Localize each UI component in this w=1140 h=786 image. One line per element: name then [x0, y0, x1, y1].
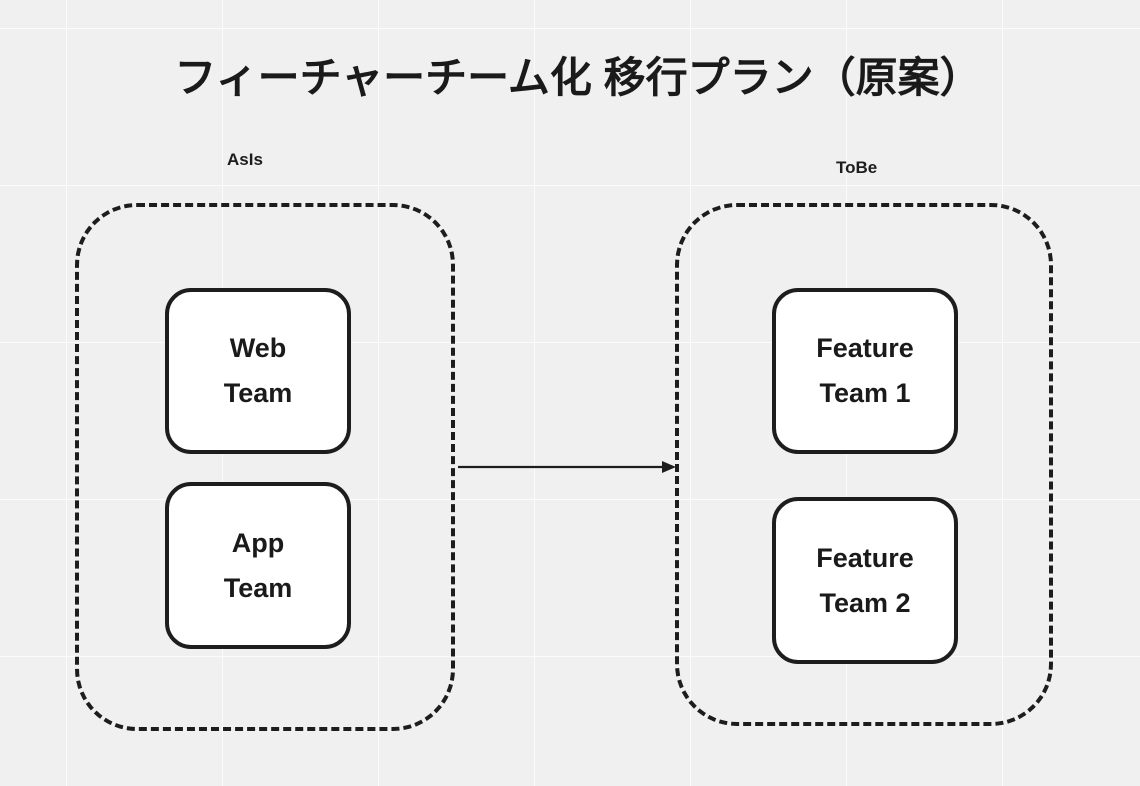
node-feature-team-2-label: Feature Team 2 [816, 542, 914, 618]
group-container-tobe[interactable] [675, 203, 1053, 726]
group-container-asis[interactable] [75, 203, 455, 731]
node-web-team[interactable]: Web Team [165, 288, 351, 454]
node-app-team[interactable]: App Team [165, 482, 351, 649]
node-feature-team-1[interactable]: Feature Team 1 [772, 288, 958, 454]
page-title: フィーチャーチーム化 移行プラン（原案） [174, 54, 982, 101]
group-label-tobe: ToBe [836, 158, 878, 177]
node-feature-team-2[interactable]: Feature Team 2 [772, 497, 958, 664]
node-app-team-label: App Team [223, 527, 293, 603]
node-feature-team-1-label: Feature Team 1 [816, 333, 914, 408]
arrow-asis-to-tobe-icon [458, 461, 676, 473]
group-label-asis: AsIs [227, 150, 263, 169]
node-web-team-label: Web Team [223, 333, 293, 408]
